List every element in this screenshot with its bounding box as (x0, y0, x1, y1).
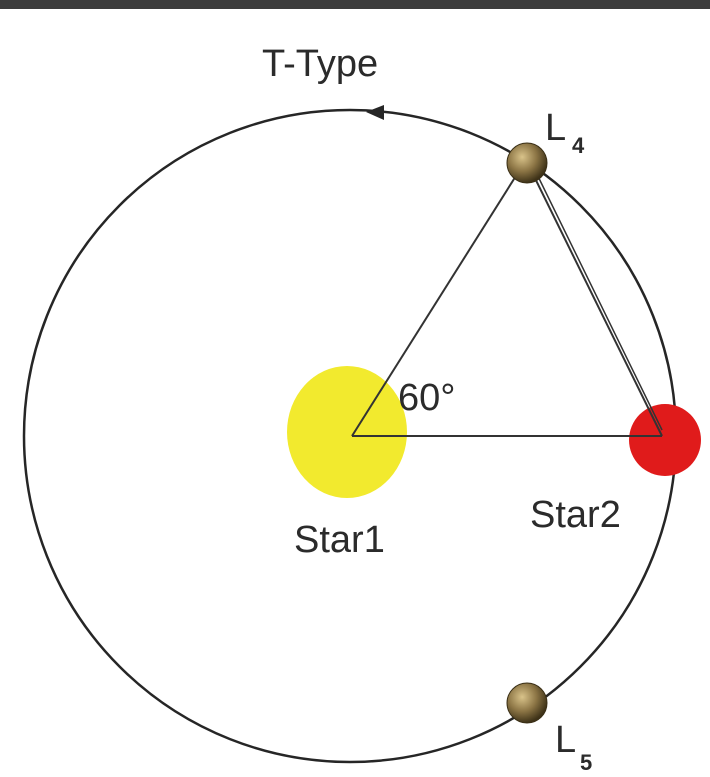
l4-label-letter: L (545, 107, 566, 149)
l5-label-subscript: 5 (580, 750, 592, 775)
l5-planet (506, 682, 548, 724)
l5-label-letter: L (555, 719, 576, 761)
star2-disc (629, 404, 701, 476)
star1-disc (287, 366, 407, 498)
orbit-direction-arrow (366, 105, 384, 120)
line-l4-star2 (525, 159, 663, 437)
line-star1-l4 (351, 159, 527, 437)
l4-label-subscript: 4 (572, 133, 585, 158)
star1-label: Star1 (294, 519, 385, 561)
angle-label: 60° (398, 377, 455, 419)
line-l4-star2-inner (530, 161, 663, 431)
star2-label: Star2 (530, 494, 621, 536)
top-bar (0, 0, 710, 9)
l4-planet (506, 142, 548, 184)
lagrange-diagram: T-Type 60° Star1 Star2 L 4 L 5 (22, 43, 701, 775)
diagram-title: T-Type (262, 43, 378, 85)
